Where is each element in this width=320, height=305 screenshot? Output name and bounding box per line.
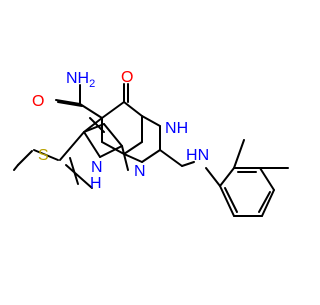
ring-n-lower-label: N <box>134 163 146 180</box>
pyrrole-h-label: H <box>90 175 102 192</box>
bond-lines <box>13 83 289 217</box>
amine-n-label: HN <box>186 147 209 164</box>
molecule-svg: NH2 O O NH N N H S HN <box>13 69 289 217</box>
amide-oxygen-label: O <box>32 93 44 110</box>
molecule-structure: NH2 O O NH N N H S HN <box>13 69 289 217</box>
pyrrole-n-label: N <box>91 159 103 176</box>
atom-labels: NH2 O O NH N N H S HN <box>32 69 209 192</box>
keto-oxygen-label: O <box>121 69 133 86</box>
thioether-s-label: S <box>38 147 49 164</box>
ring-nh-upper-label: NH <box>165 120 188 137</box>
amide-nh2-label: NH2 <box>66 70 95 90</box>
